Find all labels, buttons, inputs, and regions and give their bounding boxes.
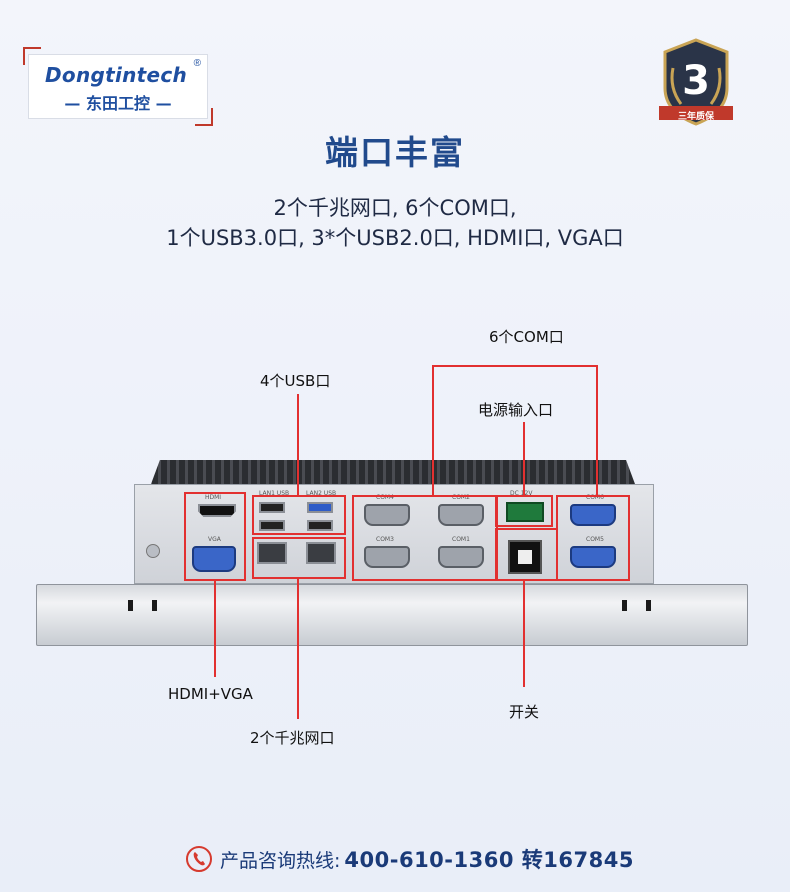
device-heatsink — [149, 460, 637, 488]
power-switch — [508, 540, 542, 574]
mount-slot — [646, 600, 651, 611]
com-leader-right — [596, 365, 598, 495]
shield-icon: 3 — [659, 38, 733, 126]
power-input-label: 电源输入口 — [478, 401, 554, 419]
lan-frame — [252, 537, 346, 579]
power-input-frame — [495, 495, 553, 527]
lan-ports-label: 2个千兆网口 — [250, 729, 335, 747]
power-leader-line — [523, 422, 525, 495]
logo-corner-decoration — [195, 108, 213, 126]
usb-frame — [252, 495, 346, 535]
hotline-number[interactable]: 400-610-1360 转167845 — [344, 848, 634, 872]
power-connector — [506, 502, 544, 522]
com2-label: COM2 — [452, 494, 470, 501]
com4-label: COM4 — [376, 494, 394, 501]
logo-corner-decoration — [23, 47, 41, 65]
com3-label: COM3 — [376, 536, 394, 543]
com5-label: COM5 — [586, 536, 604, 543]
phone-icon — [186, 846, 212, 872]
com-leader-bar — [432, 365, 598, 367]
brand-logo: Dongtintech ® — 东田工控 — — [23, 47, 213, 126]
lan1-usb-label: LAN1 USB — [259, 490, 290, 497]
com-ports-label: 6个COM口 — [489, 328, 564, 346]
mount-slot — [128, 600, 133, 611]
switch-label: 开关 — [509, 703, 540, 721]
mount-slot — [622, 600, 627, 611]
usb-leader-line — [297, 394, 299, 495]
subtitle-line-2: 1个USB3.0口, 3*个USB2.0口, HDMI口, VGA口 — [166, 226, 624, 250]
logo-english-text: Dongtintech — [45, 63, 188, 87]
com4-port — [364, 504, 410, 526]
subtitle-line-1: 2个千兆网口, 6个COM口, — [273, 196, 517, 220]
switch-frame — [495, 528, 558, 581]
hdmi-port-label: HDMI — [205, 494, 222, 501]
warranty-text: 三年质保 — [677, 112, 714, 122]
com2-port — [438, 504, 484, 526]
logo-registered-mark: ® — [193, 58, 201, 69]
device-front-bezel — [36, 584, 748, 646]
dc-input-label: DC 12V — [510, 490, 533, 497]
com-port — [570, 546, 616, 568]
com1-label: COM1 — [452, 536, 470, 543]
vga-port — [192, 546, 236, 572]
lan2-usb-label: LAN2 USB — [306, 490, 337, 497]
com-frame-right — [556, 495, 630, 581]
com1-port — [438, 546, 484, 568]
hotline-label: 产品咨询热线: — [220, 849, 341, 872]
page-title: 端口丰富 — [325, 133, 465, 172]
logo-chinese-text: — 东田工控 — — [64, 94, 172, 113]
switch-leader-line — [523, 581, 525, 687]
com-frame-left — [352, 495, 498, 581]
hdmi-vga-frame — [184, 492, 246, 581]
com6-label-top: COM6 — [586, 494, 604, 501]
lan-port — [257, 542, 287, 564]
com3-port — [364, 546, 410, 568]
warranty-number: 3 — [682, 58, 710, 104]
hdmi-vga-label: HDMI+VGA — [168, 685, 253, 703]
usb2-port — [307, 520, 333, 531]
vga-port-label: VGA — [208, 536, 221, 543]
lan-leader-line — [297, 579, 299, 719]
hotline-bar: 产品咨询热线: 400-610-1360 转167845 — [186, 843, 634, 875]
usb-ports-label: 4个USB口 — [260, 372, 331, 390]
ground-screw — [146, 544, 160, 558]
mount-slot — [152, 600, 157, 611]
usb3-port — [307, 502, 333, 513]
com-leader-left — [432, 365, 434, 495]
usb2-port — [259, 520, 285, 531]
hdmi-port — [198, 504, 236, 517]
usb2-port — [259, 502, 285, 513]
warranty-badge: 3 三年质保 — [655, 38, 737, 130]
com-port — [570, 504, 616, 526]
hdmi-vga-leader-line — [214, 581, 216, 677]
lan-port — [306, 542, 336, 564]
